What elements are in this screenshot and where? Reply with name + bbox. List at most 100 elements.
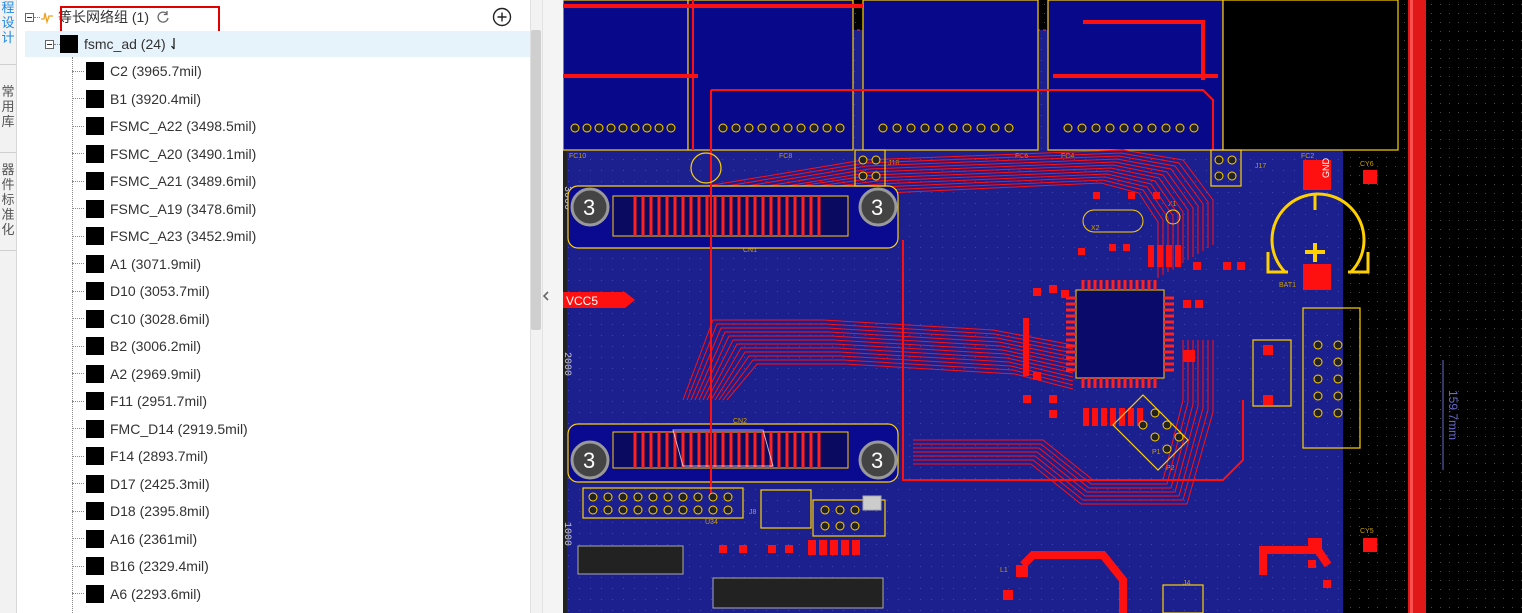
net-member-item[interactable]: C10 (3028.6mil)	[72, 306, 210, 332]
net-color-swatch	[86, 502, 104, 520]
tree-connector	[72, 263, 84, 264]
net-member-label: D10 (3053.7mil)	[110, 283, 210, 299]
ruler-tick: 2000	[563, 352, 572, 376]
net-color-swatch	[86, 365, 104, 383]
net-member-item[interactable]: D18 (2395.8mil)	[72, 498, 210, 524]
bat-label: BAT1	[1279, 282, 1296, 289]
net-member-item[interactable]: A1 (3071.9mil)	[72, 251, 201, 277]
tree-connector	[72, 208, 84, 209]
net-member-item[interactable]: B1 (3920.4mil)	[72, 86, 201, 112]
net-member-item[interactable]: C2 (3965.7mil)	[72, 58, 202, 84]
net-member-item[interactable]: F11 (2951.7mil)	[72, 388, 207, 414]
net-color-swatch	[60, 35, 78, 53]
tree-connector	[72, 511, 84, 512]
ref-fc10: FC10	[569, 153, 586, 160]
net-member-item[interactable]: D10 (3053.7mil)	[72, 278, 210, 304]
svg-text:3: 3	[871, 448, 883, 473]
net-member-item[interactable]: A6 (2293.6mil)	[72, 581, 201, 607]
tree-net-row[interactable]: fsmc_ad (24)	[25, 31, 530, 57]
tree-connector	[72, 126, 84, 127]
net-member-item[interactable]: A2 (2969.9mil)	[72, 361, 201, 387]
ref-j8: J8	[749, 509, 757, 516]
ref-u34: U34	[705, 519, 718, 526]
mcu-u1[interactable]	[1066, 280, 1174, 388]
svg-text:3: 3	[583, 448, 595, 473]
collapse-toggle-icon[interactable]	[45, 40, 54, 49]
tree-connector	[72, 538, 84, 539]
tree-connector	[72, 153, 84, 154]
net-member-item[interactable]: FSMC_A22 (3498.5mil)	[72, 113, 256, 139]
net-member-label: FSMC_A21 (3489.6mil)	[110, 173, 256, 189]
sort-down-icon[interactable]	[170, 36, 182, 52]
connector-cn2[interactable]	[568, 424, 898, 482]
tree-scroll-thumb[interactable]	[531, 30, 541, 330]
tree-connector	[72, 318, 84, 319]
net-member-item[interactable]: B16 (2329.4mil)	[72, 553, 209, 579]
svg-text:3: 3	[871, 195, 883, 220]
net-member-label: F11 (2951.7mil)	[110, 393, 207, 409]
tree-connector	[72, 291, 84, 292]
net-member-label: A2 (2969.9mil)	[110, 366, 201, 382]
net-color-swatch	[86, 90, 104, 108]
net-member-item[interactable]: A16 (2361mil)	[72, 526, 197, 552]
footprint-fc2[interactable]	[1223, 0, 1398, 150]
net-color-swatch	[86, 227, 104, 245]
tree-connector	[72, 236, 84, 237]
panel-splitter[interactable]	[542, 0, 564, 613]
ref-fc4: FC4	[1061, 153, 1074, 160]
net-color-swatch	[86, 200, 104, 218]
net-member-label: F14 (2893.7mil)	[110, 448, 208, 464]
net-member-label: A16 (2361mil)	[110, 531, 197, 547]
tree-connector	[72, 346, 84, 347]
tab-common-library[interactable]: 常用库	[0, 84, 16, 134]
net-member-label: C10 (3028.6mil)	[110, 311, 210, 327]
net-member-item[interactable]: FSMC_A19 (3478.6mil)	[72, 196, 256, 222]
net-wave-icon	[40, 9, 54, 25]
net-member-item[interactable]: FSMC_A20 (3490.1mil)	[72, 141, 256, 167]
pcb-canvas[interactable]: 4000 3000 2000 1000 159.7mm FC10 FC8 FC6…	[563, 0, 1522, 613]
net-member-label: FSMC_A23 (3452.9mil)	[110, 228, 256, 244]
ref-cy5: CY5	[1360, 528, 1374, 535]
net-member-label: A1 (3071.9mil)	[110, 256, 201, 272]
ruler-tick: 1000	[563, 522, 572, 546]
net-member-item[interactable]: FSMC_A23 (3452.9mil)	[72, 223, 256, 249]
tree-connector	[72, 181, 84, 182]
ref-fc8: FC8	[779, 153, 792, 160]
ref-x2: X2	[1091, 225, 1100, 232]
net-member-item[interactable]: FMC_D14 (2919.5mil)	[72, 416, 248, 442]
net-member-label: D17 (2425.3mil)	[110, 476, 210, 492]
net-color-swatch	[86, 145, 104, 163]
plus-circle-icon[interactable]	[492, 7, 512, 27]
net-member-item[interactable]: F14 (2893.7mil)	[72, 443, 208, 469]
tab-project-design[interactable]: 程设计	[0, 0, 16, 52]
ref-fc2: FC2	[1301, 153, 1314, 160]
pcb-board-view[interactable]: 4000 3000 2000 1000 159.7mm FC10 FC8 FC6…	[563, 0, 1522, 613]
tab-component-standardization[interactable]: 器件标准化	[0, 162, 16, 242]
tree-connector	[72, 98, 84, 99]
net-member-item[interactable]: D17 (2425.3mil)	[72, 471, 210, 497]
ref-p1: P1	[1152, 449, 1161, 456]
svg-text:3: 3	[583, 195, 595, 220]
net-member-label: FSMC_A22 (3498.5mil)	[110, 118, 256, 134]
net-member-item[interactable]: B2 (3006.2mil)	[72, 333, 201, 359]
net-member-label: D18 (2395.8mil)	[110, 503, 210, 519]
connector-cn1[interactable]	[568, 186, 898, 248]
net-color-swatch	[86, 530, 104, 548]
net-member-label: B16 (2329.4mil)	[110, 558, 209, 574]
net-color-swatch	[86, 420, 104, 438]
tree-connector	[72, 428, 84, 429]
side-tab-bar: 程设计 常用库 器件标准化	[0, 0, 17, 613]
collapse-arrow-icon[interactable]	[541, 290, 551, 302]
net-color-swatch	[86, 447, 104, 465]
collapse-toggle-icon[interactable]	[25, 13, 34, 22]
net-member-label: A6 (2293.6mil)	[110, 586, 201, 602]
net-color-swatch	[86, 172, 104, 190]
net-member-item[interactable]: FSMC_A21 (3489.6mil)	[72, 168, 256, 194]
net-color-swatch	[86, 255, 104, 273]
net-label: fsmc_ad (24)	[84, 36, 166, 52]
tree-connector	[72, 401, 84, 402]
net-member-label: FSMC_A20 (3490.1mil)	[110, 146, 256, 162]
tree-connector	[72, 71, 84, 72]
tree-connector	[72, 483, 84, 484]
net-color-swatch	[86, 475, 104, 493]
